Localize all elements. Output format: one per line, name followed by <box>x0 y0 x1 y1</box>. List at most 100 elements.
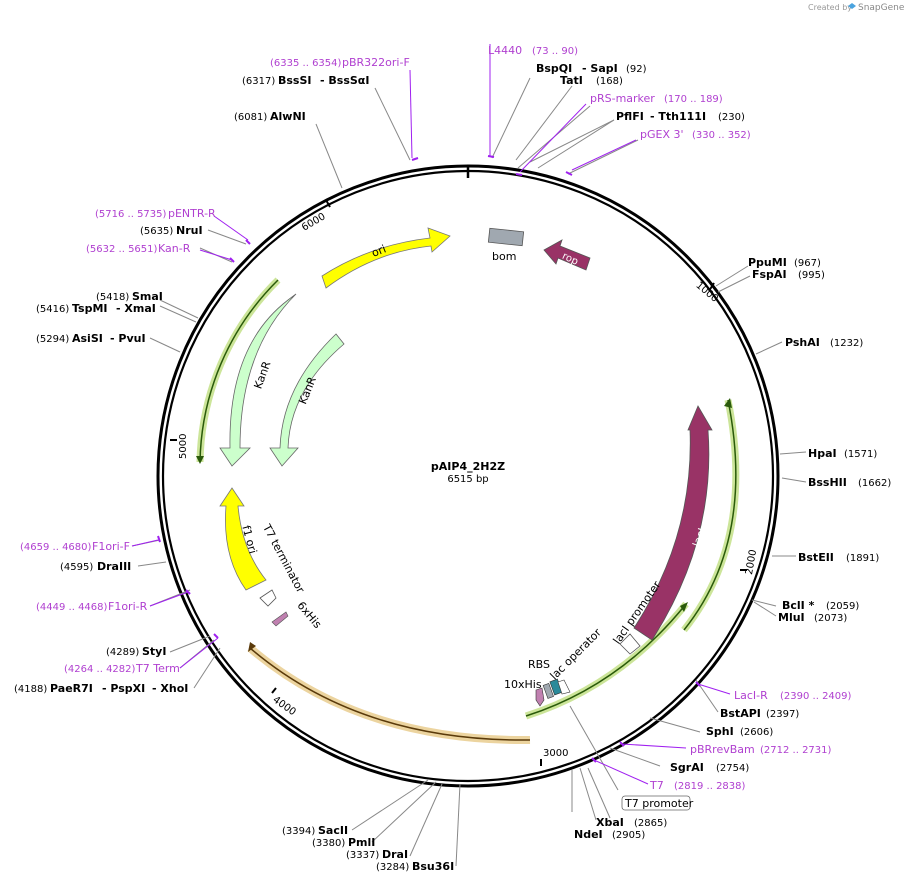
ori-label: ori <box>370 242 388 259</box>
smai-name: SmaI <box>132 290 163 303</box>
kanr-feature-2: KanR <box>269 333 345 467</box>
lac-operator-label: lac operator <box>548 626 605 683</box>
lacir-name: LacI-R <box>734 689 768 702</box>
his6-feature: 6xHis <box>271 599 324 631</box>
sapi-name: - SapI <box>582 62 618 75</box>
orf-left-line <box>199 279 279 463</box>
pmli-pos: (3380) <box>312 838 345 849</box>
orf-left-arrowhead <box>196 456 204 464</box>
pmli-name: PmlI <box>348 836 375 849</box>
bsssi-pos: (6317) <box>242 76 275 87</box>
paer7i-name: PaeR7I <box>50 682 93 695</box>
pflfi-pos: (230) <box>718 112 745 123</box>
bsu36i-name: Bsu36I <box>412 860 454 873</box>
bspqi-name: BspQI <box>536 62 572 75</box>
bsssai-name: - BssSαI <box>320 74 369 87</box>
prs-name: pRS-marker <box>590 92 655 105</box>
orf-right-arrowhead <box>724 398 732 408</box>
pgex-name: pGEX 3' <box>640 128 684 141</box>
tick-marks <box>170 199 747 766</box>
orf-right-line <box>683 399 737 631</box>
sacii-pos: (3394) <box>282 826 315 837</box>
plasmid-size: 6515 bp <box>447 474 488 485</box>
drai-name: DraI <box>382 848 408 861</box>
l4440-range: (73 .. 90) <box>532 46 578 57</box>
pshai-name: PshAI <box>785 336 820 349</box>
tspmi-name: TspMI <box>72 302 108 315</box>
f1orif-range: (4659 .. 4680) <box>20 542 92 553</box>
alwni-name: AlwNI <box>270 110 306 123</box>
credit-brand: SnapGene <box>858 3 905 13</box>
alwni-pos: (6081) <box>234 112 267 123</box>
l4440-name: L4440 <box>488 44 522 57</box>
rbs-label: RBS <box>528 658 550 671</box>
xhoi-name: - XhoI <box>152 682 188 695</box>
mlui-name: MluI <box>778 611 805 624</box>
sgrai-name: SgrAI <box>670 761 704 774</box>
backbone <box>156 164 780 788</box>
pentr-range: (5716 .. 5735) <box>95 209 167 220</box>
primer-marks <box>157 155 701 763</box>
pbrrev-name: pBRrevBam <box>690 743 755 756</box>
his10-feature: 10xHis <box>504 678 571 707</box>
orf-bottomright-arrowhead <box>680 602 688 612</box>
styi-pos: (4289) <box>106 647 139 658</box>
tspmi-pos: (5416) <box>36 304 69 315</box>
f1orir-range: (4449 .. 4468) <box>36 602 108 613</box>
t7-promoter-label: T7 promoter <box>624 797 694 810</box>
plasmid-name: pAIP4_2H2Z <box>431 460 505 473</box>
drai-pos: (3337) <box>346 850 379 861</box>
draiii-name: DraIII <box>97 560 131 573</box>
bstapi-name: BstAPI <box>720 707 761 720</box>
sgrai-pos: (2754) <box>716 763 749 774</box>
orf-bottom-line <box>249 647 531 741</box>
pvui-name: - PvuI <box>110 332 146 345</box>
t7-terminator-feature: T7 terminator <box>259 521 308 607</box>
tick-5000: 5000 <box>178 434 189 459</box>
xbai-name: XbaI <box>596 816 624 829</box>
credit-prefix: Created by <box>808 3 852 12</box>
bcli-pos: (2059) <box>826 601 859 612</box>
pbr322-range: (6335 .. 6354) <box>270 58 342 69</box>
sphi-pos: (2606) <box>740 727 773 738</box>
snapgene-logo-icon <box>848 3 856 9</box>
t7-promoter-box: T7 promoter <box>621 795 694 811</box>
orf-bottomright-line <box>525 603 687 717</box>
bsteii-pos: (1891) <box>846 553 879 564</box>
ori-feature: ori <box>321 227 451 289</box>
tick-3000: 3000 <box>543 748 568 759</box>
prs-range: (170 .. 189) <box>664 94 723 105</box>
tick-4000: 4000 <box>271 694 298 718</box>
kanr-primer-name: Kan-R <box>158 242 191 255</box>
sphi-name: SphI <box>706 725 734 738</box>
tth111i-name: - Tth111I <box>650 110 706 123</box>
xbai-pos: (2865) <box>634 818 667 829</box>
sacii-name: SacII <box>318 824 348 837</box>
rbs-feature: RBS <box>528 658 554 699</box>
f1ori-feature: f1 ori <box>219 487 267 591</box>
hpai-name: HpaI <box>808 447 837 460</box>
t7term-primer-name: T7 Term <box>135 662 180 675</box>
tati-pos: (168) <box>596 76 623 87</box>
bom-label: bom <box>492 250 516 263</box>
laci-feature: lacI <box>633 405 713 641</box>
pspxi-name: - PspXI <box>102 682 145 695</box>
smai-pos: (5418) <box>96 292 129 303</box>
draiii-pos: (4595) <box>60 562 93 573</box>
t7-terminator-label: T7 terminator <box>260 521 308 595</box>
bsshii-pos: (1662) <box>858 478 891 489</box>
primer-leaders <box>131 44 731 785</box>
his6-label: 6xHis <box>294 599 324 631</box>
tati-name: TatI <box>560 74 583 87</box>
bsteii-name: BstEII <box>798 551 834 564</box>
tick-2000: 2000 <box>744 549 759 576</box>
laci-label: lacI <box>690 526 709 548</box>
fspai-name: FspAI <box>752 268 787 281</box>
bstapi-pos: (2397) <box>766 709 799 720</box>
lacir-range: (2390 .. 2409) <box>780 691 852 702</box>
pshai-pos: (1232) <box>830 338 863 349</box>
t7term-primer-range: (4264 .. 4282) <box>64 664 136 675</box>
f1orif-name: F1ori-F <box>92 540 130 553</box>
tick-6000: 6000 <box>300 211 328 233</box>
